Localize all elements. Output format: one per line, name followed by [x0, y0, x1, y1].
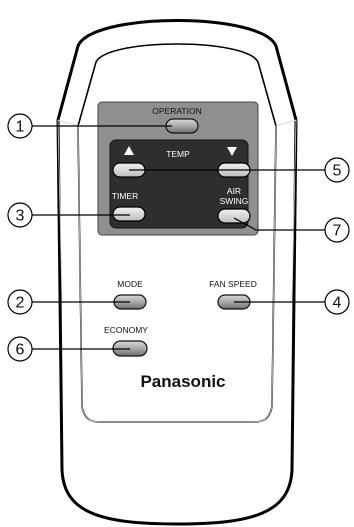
fan-speed-label: FAN SPEED: [209, 279, 257, 289]
callout-2-number: 2: [16, 295, 25, 312]
callout-4-number: 4: [333, 295, 342, 312]
timer-button[interactable]: [112, 206, 146, 222]
callout-7: 7: [324, 217, 350, 243]
callout-1: 1: [7, 113, 33, 139]
callout-2: 2: [7, 289, 33, 315]
air-swing-label-line1: AIR: [227, 186, 241, 196]
callout-3: 3: [7, 202, 33, 228]
brand-logo: Panasonic: [140, 372, 225, 391]
temp-label: TEMP: [166, 149, 190, 159]
timer-label: TIMER: [112, 191, 138, 201]
temp-panel: [109, 139, 249, 229]
callout-5: 5: [324, 157, 350, 183]
callout-1-number: 1: [16, 119, 25, 136]
air-swing-button[interactable]: [217, 208, 251, 224]
temp-down-arrow-icon: [227, 147, 237, 156]
economy-label: ECONOMY: [104, 325, 148, 335]
callout-6-number: 6: [16, 342, 25, 359]
callout-leaders: [32, 125, 325, 350]
callout-4: 4: [324, 289, 350, 315]
callout-7-leader: [233, 217, 325, 231]
operation-label: OPERATION: [152, 106, 201, 116]
remote-side-shading: [57, 119, 297, 423]
callout-6: 6: [7, 336, 33, 362]
air-swing-label-line2: SWING: [220, 196, 249, 206]
callout-5-number: 5: [333, 163, 342, 180]
callout-3-number: 3: [16, 208, 25, 225]
temp-up-arrow-icon: [124, 146, 134, 155]
callout-7-number: 7: [333, 223, 342, 240]
mode-label: MODE: [117, 279, 143, 289]
